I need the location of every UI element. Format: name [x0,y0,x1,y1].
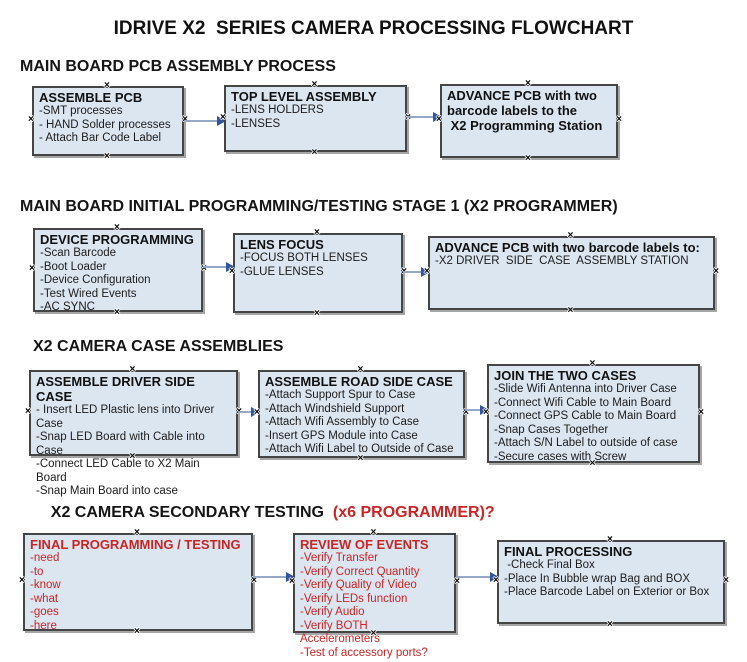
box-item: -goes [30,606,59,618]
box-item: -Test of accessory ports? [300,646,428,659]
connector-arrow-driverside-to-roadside[interactable] [238,407,260,417]
connector-handle-icon: × [713,266,719,277]
box-item: -Boot Loader [40,260,107,273]
flow-box-top-level-assembly[interactable]: TOP LEVEL ASSEMBLY -LENS HOLDERS -LENSES… [220,80,411,158]
box-item: -Connect LED Cable to X2 Main Board [36,458,203,484]
connector-handle-icon: × [104,151,110,162]
box-item: -Snap Main Board into case [36,485,178,497]
box-item: -Secure cases with Screw [494,450,627,463]
section-header-case-assemblies: X2 CAMERA CASE ASSEMBLIES [33,338,284,355]
box-item: -Scan Barcode [40,247,117,259]
box-item: -AC SYNC [40,301,95,313]
box-item: -Attach S/N Label to outside of case [494,437,678,449]
flow-box-final-programming-testing[interactable]: FINAL PROGRAMMING / TESTING -need -to -k… [19,528,257,637]
box-item: -LENS HOLDERS [231,104,324,116]
box-item: -Connect Wifi Cable to Main Board [494,396,672,409]
box-item: -Place Barcode Label on Exterior or Box [504,586,710,598]
connector-arrow-roadside-to-join[interactable] [465,405,489,415]
page-title: IDRIVE X2 SERIES CAMERA PROCESSING FLOWC… [113,18,634,39]
connector-handle-icon: × [29,263,35,274]
connector-handle-icon: × [454,576,460,587]
box-item: -Verify Audio [300,606,365,618]
box-title: LENS FOCUS [240,237,324,252]
connector-arrow-review-to-finalprocessing[interactable] [456,572,499,582]
connector-handle-icon: × [25,406,31,417]
connector-arrow-lensfocus-to-advance[interactable] [403,267,430,277]
flow-box-lens-focus[interactable]: LENS FOCUS -FOCUS BOTH LENSES -GLUE LENS… [229,228,407,319]
connector-handle-icon: × [616,114,622,125]
box-item: -Device Configuration [40,274,151,286]
box-item: -GLUE LENSES [240,265,324,278]
connector-handle-icon: × [723,575,729,586]
flow-box-advance-pcb-programming-station[interactable]: ADVANCE PCB with two barcode labels to t… [436,79,622,164]
box-item: -Snap LED Board with Cable into Case [36,431,208,457]
connector-handle-icon: × [314,308,320,319]
connector-handle-icon: × [567,305,574,316]
box-item: -FOCUS BOTH LENSES [240,252,368,264]
connector-handle-icon: × [19,575,25,586]
box-title: DEVICE PROGRAMMING [40,232,194,247]
flow-box-assemble-road-side-case[interactable]: ASSEMBLE ROAD SIDE CASE -Attach Support … [254,365,469,464]
box-title: FINAL PROCESSING [504,544,633,559]
flow-box-review-of-events[interactable]: REVIEW OF EVENTS -Verify Transfer -Verif… [289,528,460,659]
connector-handle-icon: × [311,147,318,158]
connector-arrow-finalprog-to-review[interactable] [253,572,295,582]
box-item: -Verify Transfer [300,552,378,564]
connector-handle-icon: × [607,619,613,630]
box-item: -Connect GPS Cable to Main Board [494,410,677,422]
connector-arrow-assemble-to-toplevel[interactable] [184,116,226,126]
box-title: FINAL PROGRAMMING / TESTING [30,537,241,552]
box-item: -Verify LEDs function [300,592,408,605]
connector-arrow-device-to-lensfocus[interactable] [203,262,235,272]
box-item: -Verify Correct Quantity [300,565,420,578]
box-item: -to [30,565,44,578]
section-header-red-part: (x6 PROGRAMMER)? [328,504,495,521]
box-item: -need [30,552,60,564]
box-item: -Test Wired Events [40,287,137,300]
connector-handle-icon: × [525,153,531,164]
box-item: - Insert LED Plastic lens into Driver Ca… [36,404,218,430]
box-item: -Snap Cases Together [494,423,609,436]
box-item: -LENSES [231,117,281,130]
flow-box-assemble-driver-side-case[interactable]: ASSEMBLE DRIVER SIDE CASE - Insert LED P… [25,365,242,498]
box-title: ADVANCE PCB with two barcode labels to t… [447,88,603,133]
box-item: -Attach Wifi Label to Outside of Case [265,443,454,455]
flow-box-device-programming[interactable]: DEVICE PROGRAMMING -Scan Barcode -Boot L… [29,223,207,318]
box-item: -know [30,579,61,591]
box-item: -SMT processes [39,105,123,117]
connector-handle-icon: × [28,114,34,125]
box-title: ASSEMBLE PCB [39,90,143,105]
box-item: -Attach Wifi Assembly to Case [265,416,420,428]
box-item: - HAND Solder processes [39,118,171,131]
connector-arrow-toplevel-to-advance[interactable] [407,112,442,122]
box-title: JOIN THE TWO CASES [494,368,637,383]
box-item: -X2 DRIVER SIDE CASE ASSEMBLY STATION [435,255,689,267]
section-header-black-part: X2 CAMERA SECONDARY TESTING [50,504,329,521]
box-title: ADVANCE PCB with two barcode labels to: [435,240,700,255]
box-title: ASSEMBLE ROAD SIDE CASE [265,374,453,389]
flow-box-final-processing[interactable]: FINAL PROCESSING -Check Final Box -Place… [493,535,729,630]
section-header-pcb-assembly: MAIN BOARD PCB ASSEMBLY PROCESS [20,58,336,75]
box-item: -here [30,619,57,632]
box-title: TOP LEVEL ASSEMBLY [231,89,377,104]
section-header-secondary-testing: X2 CAMERA SECONDARY TESTING (x6 PROGRAMM… [33,486,495,540]
box-title: REVIEW OF EVENTS [300,537,429,552]
box-item: -Check Final Box [504,559,595,571]
connector-handle-icon: × [698,406,704,418]
flow-box-advance-pcb-driver-side-station[interactable]: ADVANCE PCB with two barcode labels to: … [424,231,719,316]
box-item: -Attach Support Spur to Case [265,389,416,401]
box-item: -Verify Quality of Video [300,579,417,591]
box-item: -Verify BOTH Accelerometers [300,619,380,646]
box-item: - Attach Bar Code Label [39,132,162,144]
box-item: -Attach Windshield Support [265,402,405,415]
flow-box-join-the-two-cases[interactable]: JOIN THE TWO CASES -Slide Wifi Antenna i… [483,359,704,469]
flow-box-assemble-pcb[interactable]: ASSEMBLE PCB -SMT processes - HAND Solde… [28,81,188,162]
box-item: -Slide Wifi Antenna into Driver Case [494,383,677,395]
box-item: -Insert GPS Module into Case [265,429,418,442]
box-title: ASSEMBLE DRIVER SIDE CASE [36,374,199,404]
box-item: -Place In Bubble wrap Bag and BOX [504,572,691,585]
box-item: -what [30,592,59,605]
section-header-initial-programming: MAIN BOARD INITIAL PROGRAMMING/TESTING S… [20,198,618,215]
